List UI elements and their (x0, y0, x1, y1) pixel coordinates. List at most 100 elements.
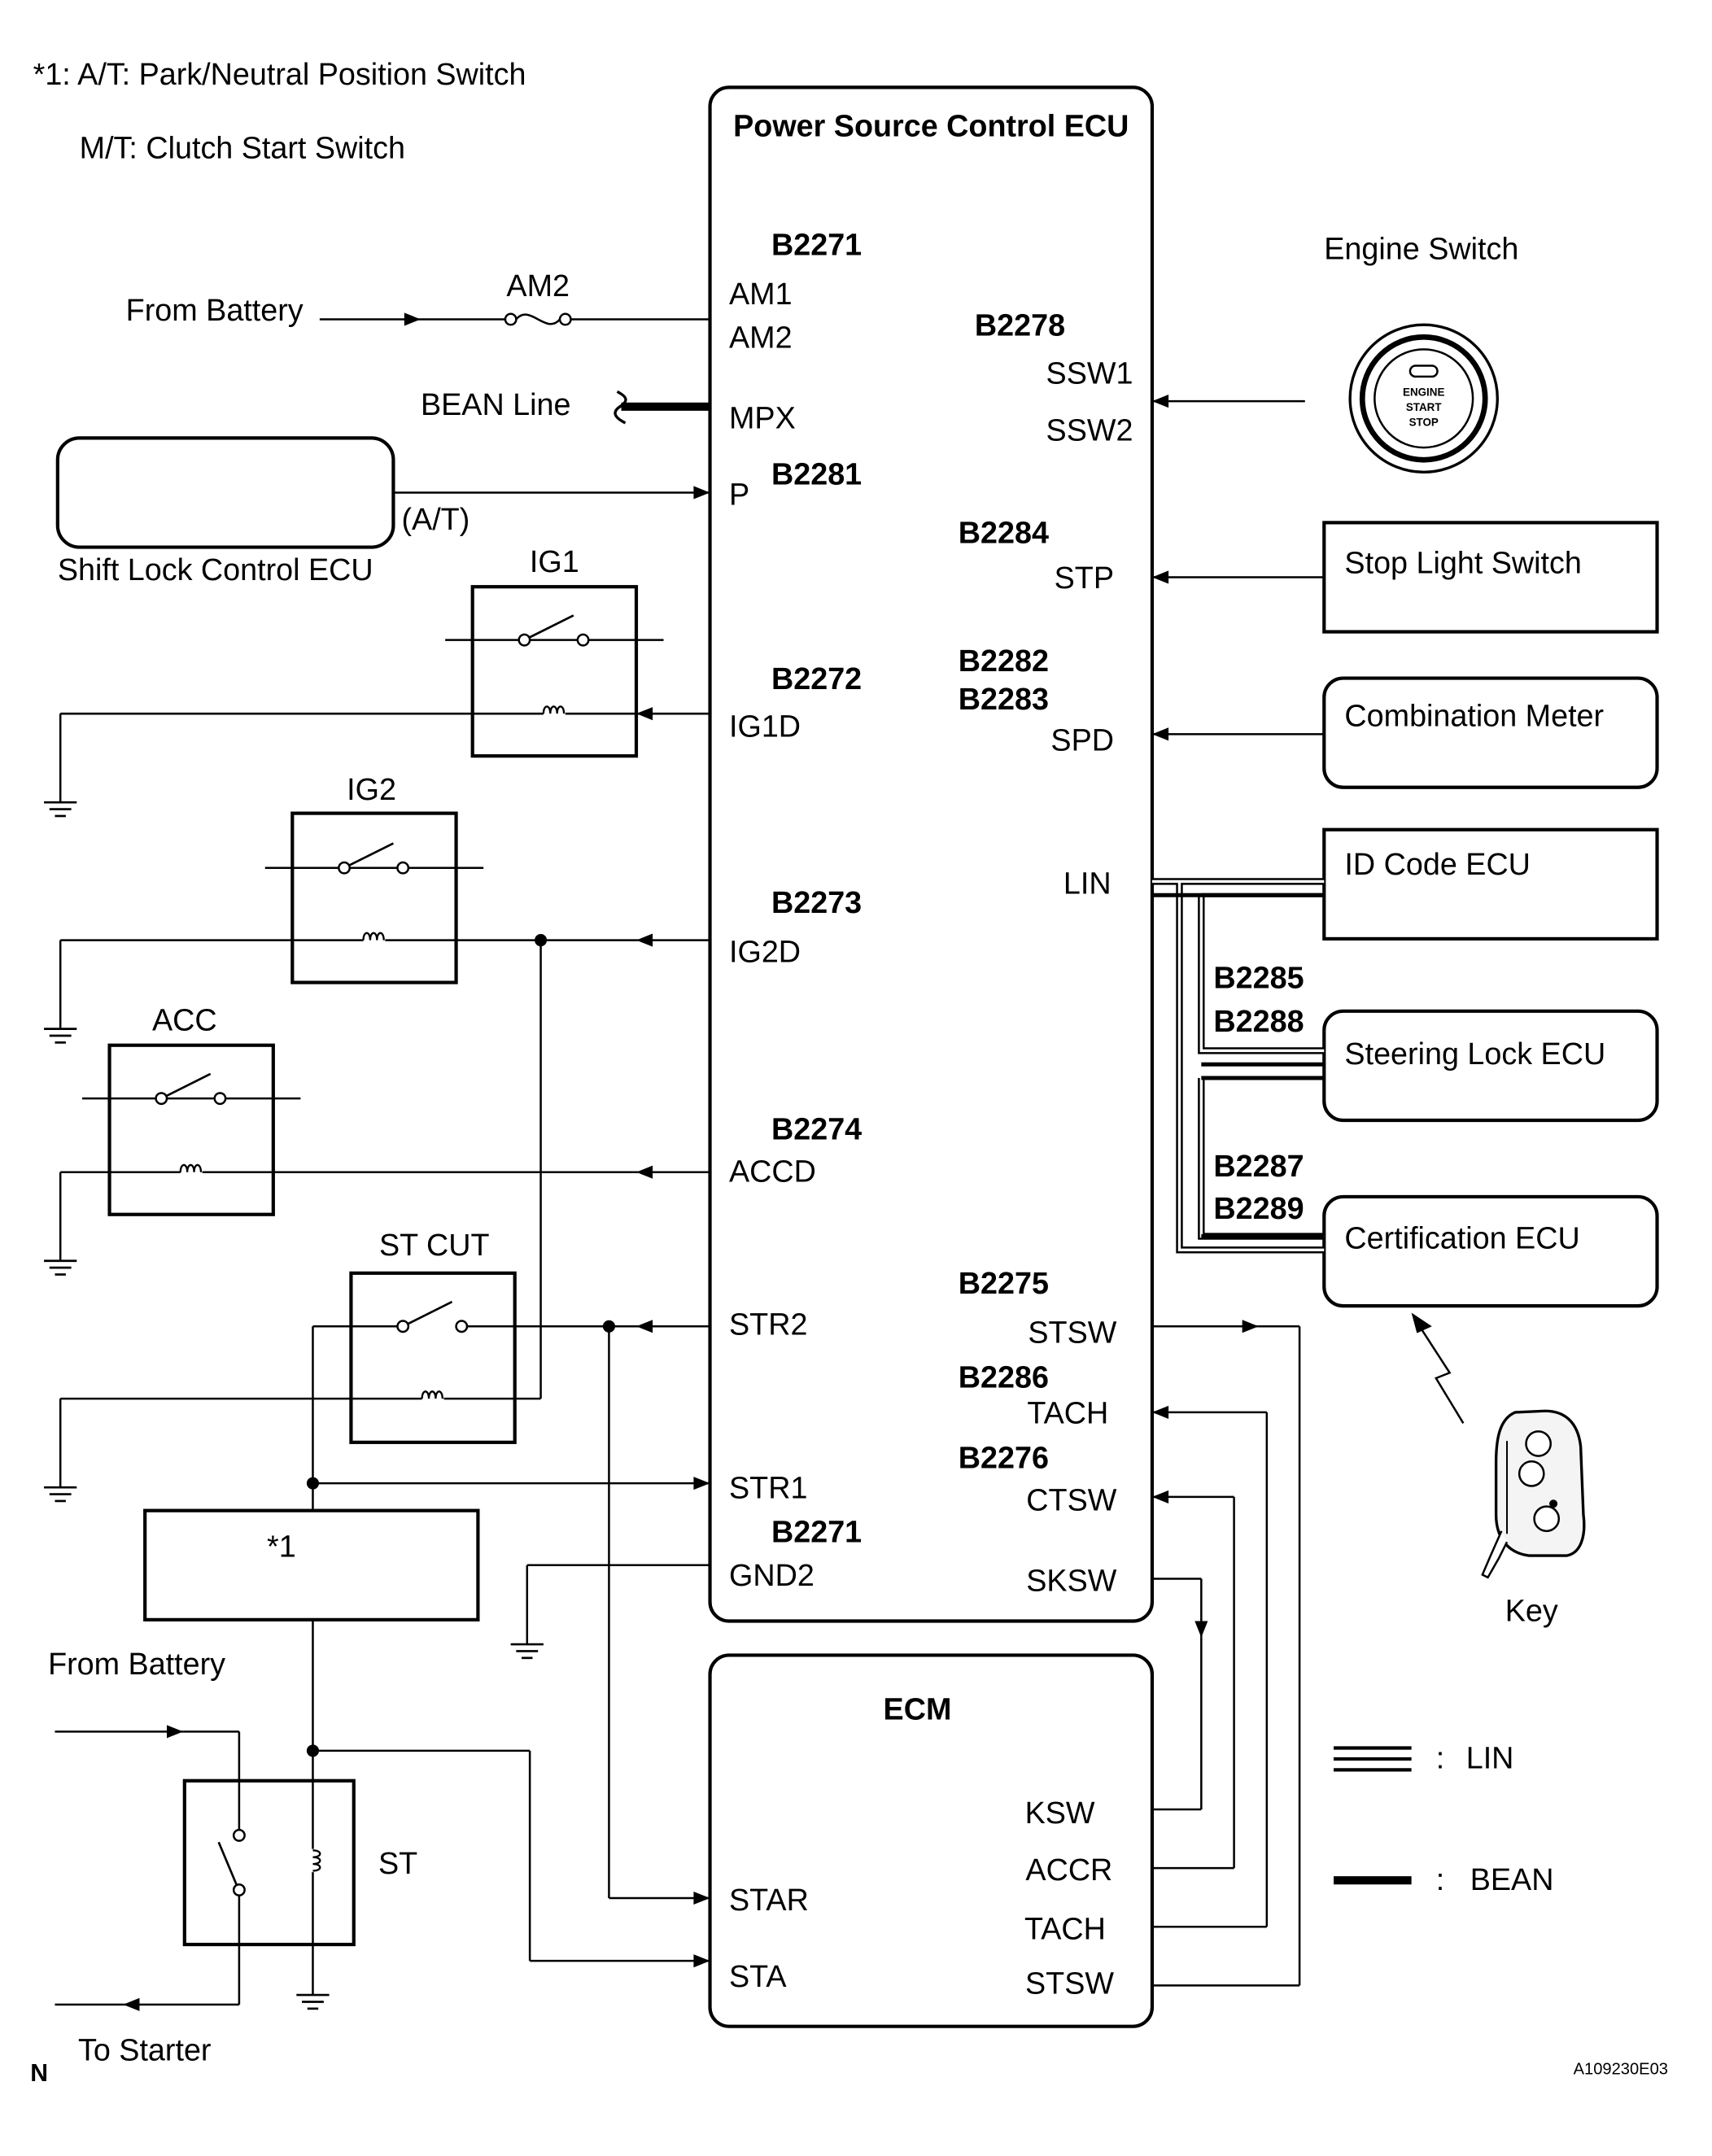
code-b2274: B2274 (771, 1111, 862, 1146)
power-ecu-right-terminals: SSW1 SSW2 STP SPD LIN STSW TACH CTSW SKS… (1026, 356, 1133, 1597)
ecm-terminal-sta: STA (729, 1959, 787, 1993)
power-ecu-right-codes: B2278 B2284 B2282 B2283 B2275 B2286 B227… (959, 308, 1065, 1475)
terminal-str1: STR1 (729, 1471, 807, 1505)
legend-lin-label: LIN (1466, 1741, 1514, 1775)
to-starter-label: To Starter (78, 2033, 212, 2067)
ecm-terminal-stsw: STSW (1025, 1966, 1114, 2000)
fuse-am2-label: AM2 (506, 268, 570, 303)
ground-icon (42, 1028, 78, 1044)
terminal-ig1d: IG1D (729, 709, 801, 744)
north-marker: N (30, 2060, 48, 2087)
key-fob-icon (1481, 1409, 1586, 1579)
terminal-ssw2: SSW2 (1046, 413, 1133, 447)
code-b2287: B2287 (1213, 1149, 1304, 1183)
relay-acc (82, 1043, 301, 1216)
fuse-icon (504, 312, 572, 326)
terminal-str2: STR2 (729, 1307, 807, 1341)
id-code-ecu-box (1322, 827, 1659, 941)
code-b2286: B2286 (959, 1360, 1049, 1394)
relay-st-cut-label: ST CUT (379, 1228, 490, 1262)
code-b2271-bottom: B2271 (771, 1514, 862, 1548)
terminal-tach: TACH (1027, 1395, 1108, 1429)
terminal-stp: STP (1055, 561, 1114, 595)
relay-ig1-label: IG1 (530, 544, 579, 578)
from-battery-top: From Battery (126, 293, 304, 327)
note-2: M/T: Clutch Start Switch (80, 131, 405, 165)
code-b2273: B2273 (771, 885, 862, 919)
terminal-ssw1: SSW1 (1046, 356, 1133, 390)
power-ecu-left-codes: B2271 B2281 B2272 B2273 B2274 B2271 (771, 228, 862, 1549)
combination-meter-label: Combination Meter (1344, 698, 1604, 732)
ground-icon (295, 1993, 330, 2010)
code-b2285: B2285 (1213, 960, 1304, 994)
code-b2278: B2278 (975, 308, 1065, 343)
engine-start-stop-button-icon: ENGINE START STOP (1348, 323, 1499, 474)
terminal-accd: ACCD (729, 1154, 816, 1188)
code-b2284: B2284 (959, 516, 1049, 550)
terminal-ig2d: IG2D (729, 934, 801, 968)
code-b2283: B2283 (959, 682, 1049, 716)
terminal-ctsw: CTSW (1026, 1483, 1116, 1517)
terminal-am1: AM1 (729, 277, 793, 311)
certification-ecu-label: Certification ECU (1344, 1221, 1579, 1255)
shift-lock-control-ecu-box (55, 436, 395, 549)
power-ecu-title: Power Source Control ECU (733, 109, 1129, 143)
legend-bean-label: BEAN (1470, 1862, 1554, 1896)
ground-icon (42, 1486, 78, 1503)
combination-meter-box (1322, 676, 1659, 789)
ecm-box (708, 1653, 1155, 2028)
code-b2275: B2275 (959, 1266, 1049, 1300)
relay-st-label: ST (378, 1846, 417, 1880)
bean-line-label: BEAN Line (421, 387, 571, 421)
code-b2282: B2282 (959, 644, 1049, 678)
note-1: *1: A/T: Park/Neutral Position Switch (33, 57, 526, 91)
relay-st (182, 1778, 356, 1947)
terminal-p: P (729, 478, 749, 512)
terminal-am2: AM2 (729, 321, 793, 355)
relay-acc-label: ACC (152, 1002, 217, 1037)
power-ecu-left-terminals: AM1 AM2 MPX P IG1D IG2D ACCD STR2 STR1 G… (729, 277, 816, 1592)
lin-bus (1151, 878, 1325, 1254)
code-b2281: B2281 (771, 456, 862, 491)
code-b2271-top: B2271 (771, 228, 862, 262)
code-b2272: B2272 (771, 661, 862, 696)
code-b2276: B2276 (959, 1441, 1049, 1475)
from-battery-bottom: From Battery (48, 1647, 225, 1681)
terminal-stsw: STSW (1028, 1315, 1116, 1349)
code-b2289: B2289 (1213, 1191, 1304, 1225)
star-ref-label: *1 (267, 1530, 296, 1564)
steering-lock-ecu-label: Steering Lock ECU (1344, 1037, 1605, 1071)
ecm-terminal-star: STAR (729, 1883, 809, 1917)
ground-icon (42, 1259, 78, 1276)
terminal-lin: LIN (1063, 866, 1111, 901)
relay-ig2 (264, 811, 484, 984)
legend-colon-lin: : (1436, 1741, 1444, 1775)
terminal-gnd2: GND2 (729, 1558, 815, 1592)
terminal-sksw: SKSW (1026, 1564, 1116, 1598)
button-text-engine: ENGINE (1403, 386, 1444, 398)
park-neutral-switch-box (143, 1508, 480, 1621)
terminal-mpx: MPX (729, 401, 796, 435)
ecm-terminal-accr: ACCR (1025, 1853, 1112, 1887)
button-text-start: START (1406, 401, 1442, 413)
shift-lock-label: Shift Lock Control ECU (58, 552, 373, 587)
button-text-stop: STOP (1409, 416, 1439, 428)
ecu-ecm-connections (1151, 1320, 1301, 1987)
terminal-spd: SPD (1050, 722, 1114, 757)
id-code-ecu-label: ID Code ECU (1344, 847, 1531, 881)
legend-colon-bean: : (1436, 1862, 1444, 1896)
relay-ig2-label: IG2 (347, 772, 396, 806)
key-label: Key (1505, 1594, 1558, 1628)
ground-icon (509, 1643, 545, 1660)
ground-icon (42, 801, 78, 818)
ecm-terminal-tach: TACH (1024, 1911, 1106, 1945)
legend-lin-symbol (1334, 1746, 1412, 1772)
code-b2288: B2288 (1213, 1004, 1304, 1038)
wireless-signal-icon (1411, 1312, 1465, 1424)
stop-light-switch-label: Stop Light Switch (1344, 545, 1581, 579)
at-label: (A/T) (401, 502, 469, 536)
ecm-terminal-ksw: KSW (1025, 1796, 1095, 1830)
legend: : LIN : BEAN (1334, 1741, 1553, 1896)
